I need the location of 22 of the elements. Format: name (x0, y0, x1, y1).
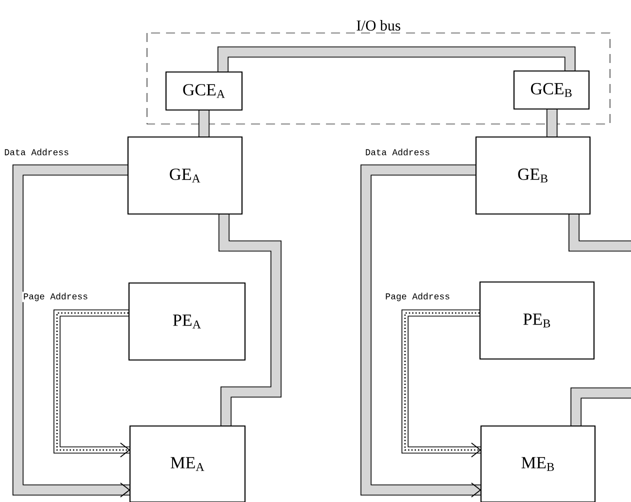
connector-pipe (568, 214, 631, 426)
edge-label: Data Address (3, 148, 70, 156)
process-box: GCE$_{A}$ (165, 71, 243, 111)
process-box: ME$_{A}$ (129, 425, 246, 502)
connector-pipe (218, 214, 282, 426)
process-box: ME$_{B}$ (480, 425, 596, 502)
arrow (54, 310, 130, 458)
process-box: GCE$_{B}$ (513, 70, 590, 110)
arrow (12, 164, 130, 498)
edge-label: Data Address (364, 148, 432, 156)
node-label: I/O bus (356, 20, 400, 31)
connector-pipe (198, 110, 210, 136)
edge-label: Page Address (384, 292, 452, 302)
process-box: GE$_{A}$ (127, 136, 243, 215)
arrow (402, 310, 482, 458)
arrow (360, 164, 482, 498)
process-box: GE$_{B}$ (475, 136, 591, 215)
connector-pipe (218, 46, 576, 72)
edge-label: Page Address (22, 292, 90, 302)
connector-pipe (546, 110, 558, 136)
process-box: PE$_{B}$ (479, 281, 595, 360)
process-box: PE$_{A}$ (128, 282, 246, 361)
